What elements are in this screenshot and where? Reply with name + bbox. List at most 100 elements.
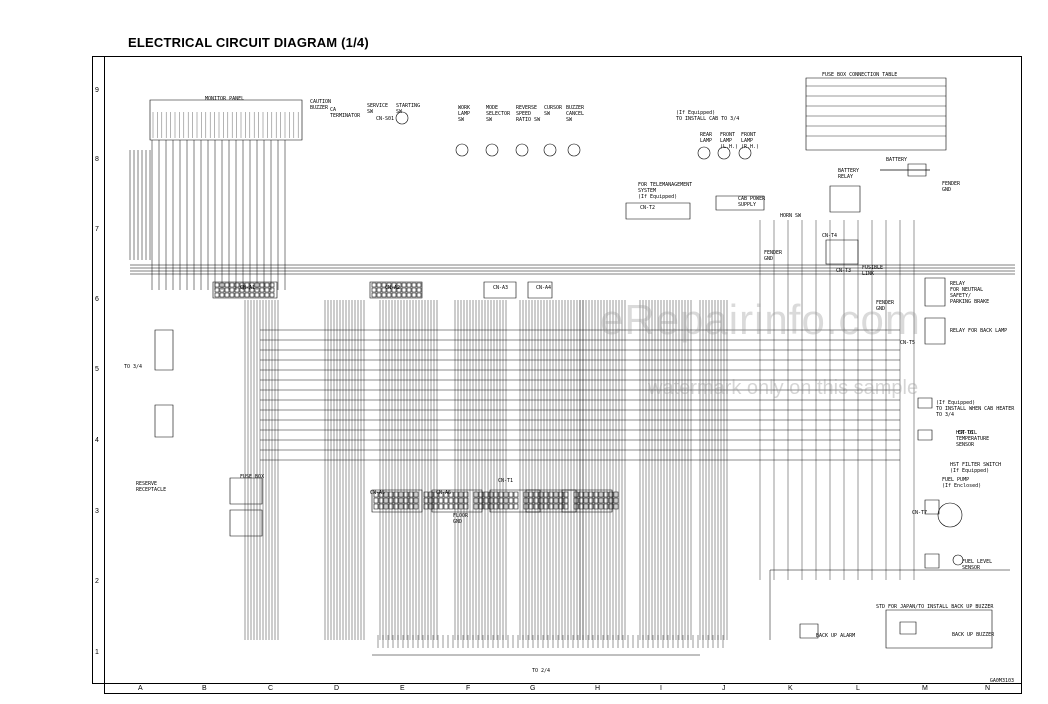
connector-block bbox=[609, 492, 613, 497]
connector-block bbox=[155, 405, 173, 437]
connector-tag: CN-T4 bbox=[822, 233, 838, 239]
connector-block bbox=[220, 288, 224, 292]
connector-block bbox=[584, 498, 588, 503]
connector-block bbox=[806, 78, 946, 150]
connector-block bbox=[609, 504, 613, 509]
label-to-3-4: TO 3/4 bbox=[124, 364, 143, 370]
label-back-up-alarm: BACK UP ALARM bbox=[816, 633, 856, 639]
watermark-main: eRepairinfo.com bbox=[600, 296, 921, 343]
connector-block bbox=[240, 283, 244, 287]
connector-block bbox=[534, 492, 538, 497]
connector-block bbox=[417, 293, 421, 297]
connector-tag: CN-A3 bbox=[493, 285, 509, 291]
connector-block bbox=[918, 398, 932, 408]
label-fuse-box-table-title: FUSE BOX CONNECTION TABLE bbox=[822, 72, 898, 78]
connector-tag: CN-T6 bbox=[958, 430, 974, 436]
connector-block bbox=[494, 492, 498, 497]
connector-block bbox=[549, 492, 553, 497]
connector-block bbox=[389, 504, 393, 509]
connector-block bbox=[529, 492, 533, 497]
connector-block bbox=[559, 492, 563, 497]
label-to-2-4: TO 2/4 bbox=[532, 668, 551, 674]
connector-block bbox=[265, 288, 269, 292]
connector-block bbox=[414, 498, 418, 503]
connector-block bbox=[424, 504, 428, 509]
connector-block bbox=[826, 240, 858, 264]
connector-block bbox=[459, 498, 463, 503]
connector-block bbox=[524, 498, 528, 503]
connector-block bbox=[539, 492, 543, 497]
page-title: ELECTRICAL CIRCUIT DIAGRAM (1/4) bbox=[128, 35, 369, 50]
connector-block bbox=[255, 283, 259, 287]
connector-block bbox=[235, 283, 239, 287]
watermark-sub: watermark only on this sample bbox=[648, 377, 919, 399]
connector-block bbox=[245, 283, 249, 287]
connector-block bbox=[230, 293, 234, 297]
connector-block bbox=[444, 504, 448, 509]
connector-block bbox=[564, 498, 568, 503]
connector-block bbox=[230, 510, 262, 536]
connector-block bbox=[404, 504, 408, 509]
connector-block bbox=[220, 283, 224, 287]
connector-block bbox=[490, 490, 540, 512]
lamp-symbol bbox=[938, 503, 962, 527]
connector-block bbox=[394, 498, 398, 503]
connector-block bbox=[614, 492, 618, 497]
connector-block bbox=[464, 498, 468, 503]
connector-block bbox=[265, 283, 269, 287]
connector-tag: CN-T1 bbox=[498, 478, 514, 484]
connector-block bbox=[394, 504, 398, 509]
connector-block bbox=[414, 504, 418, 509]
connector-block bbox=[399, 504, 403, 509]
connector-block bbox=[412, 293, 416, 297]
connector-block bbox=[439, 492, 443, 497]
connector-block bbox=[574, 498, 578, 503]
connector-block bbox=[539, 504, 543, 509]
connector-block bbox=[225, 283, 229, 287]
connector-block bbox=[589, 492, 593, 497]
connector-block bbox=[479, 498, 483, 503]
connector-block bbox=[604, 492, 608, 497]
row-number-9: 9 bbox=[95, 87, 99, 94]
connector-block bbox=[444, 498, 448, 503]
connector-block bbox=[417, 288, 421, 292]
connector-block bbox=[225, 288, 229, 292]
connector-block bbox=[524, 504, 528, 509]
connector-block bbox=[484, 492, 488, 497]
connector-block bbox=[499, 498, 503, 503]
connector-block bbox=[464, 492, 468, 497]
connector-block bbox=[412, 283, 416, 287]
connector-block bbox=[459, 504, 463, 509]
connector-block bbox=[529, 504, 533, 509]
connector-block bbox=[509, 492, 513, 497]
connector-block bbox=[397, 288, 401, 292]
connector-block bbox=[599, 504, 603, 509]
connector-block bbox=[409, 504, 413, 509]
connector-block bbox=[260, 293, 264, 297]
column-letter-G: G bbox=[530, 685, 536, 692]
connector-block bbox=[429, 498, 433, 503]
connector-block bbox=[604, 498, 608, 503]
connector-block bbox=[559, 504, 563, 509]
connector-block bbox=[394, 492, 398, 497]
connector-block bbox=[574, 504, 578, 509]
connector-block bbox=[544, 498, 548, 503]
column-letter-I: I bbox=[660, 685, 662, 692]
connector-block bbox=[240, 293, 244, 297]
row-number-6: 6 bbox=[95, 296, 99, 303]
connector-tag: CN-T5 bbox=[900, 340, 916, 346]
drawing-code: GA0M3103 bbox=[989, 678, 1014, 684]
connector-block bbox=[230, 478, 262, 504]
column-letter-N: N bbox=[985, 685, 991, 692]
connector-block bbox=[564, 492, 568, 497]
column-letter-L: L bbox=[856, 685, 860, 692]
